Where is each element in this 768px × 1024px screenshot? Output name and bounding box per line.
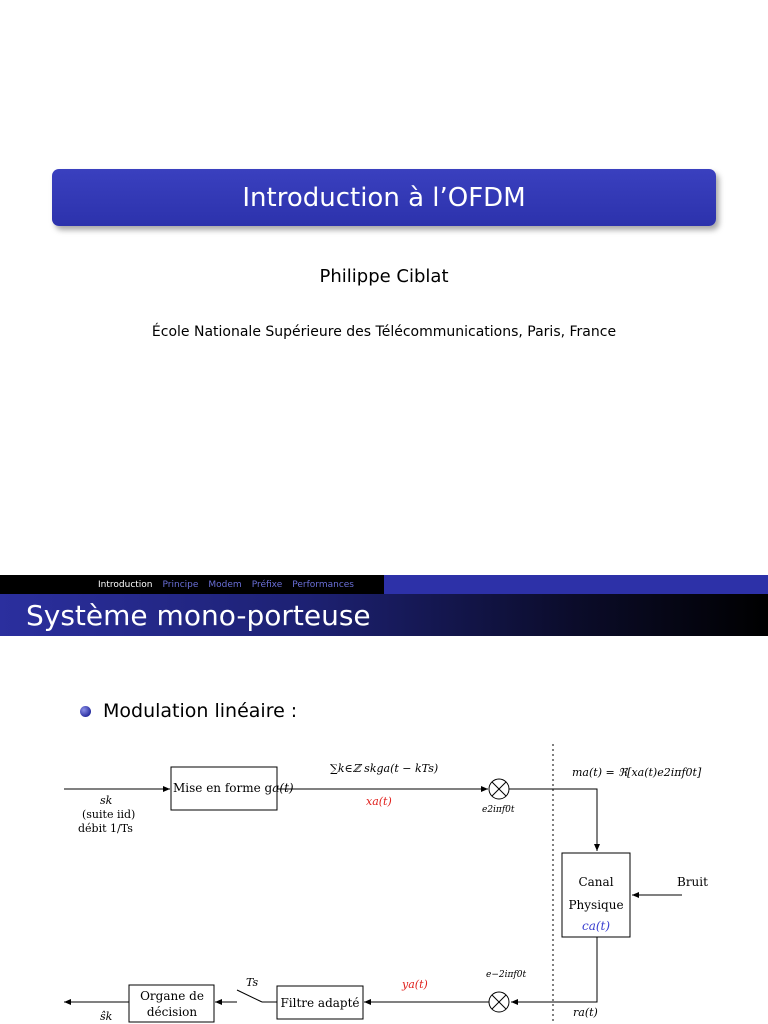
xa-label: xa(t) [366, 795, 392, 808]
frame-title: Système mono-porteuse [0, 594, 768, 636]
nav-item-principe[interactable]: Principe [162, 579, 199, 590]
nav-item-modem[interactable]: Modem [208, 579, 242, 590]
shat-label: ŝk [100, 1010, 113, 1023]
up-to-channel-line [509, 788, 600, 851]
organe-line2: décision [147, 1005, 198, 1019]
filtre-label: Filtre adapté [280, 996, 359, 1010]
debit-label: débit 1/Ts [78, 822, 133, 835]
multiplier-up-icon [488, 778, 510, 800]
bullet-item: Modulation linéaire : [80, 700, 297, 722]
section-navbar: Introduction Principe Modem Préfixe Perf… [0, 575, 768, 594]
navbar-accent [384, 575, 768, 594]
matched-filter-block [276, 985, 364, 1020]
sampler-switch-icon [236, 989, 263, 1003]
frame-title-text: Système mono-porteuse [26, 598, 371, 632]
suite-label: (suite iid) [82, 808, 135, 821]
author-name: Philippe Ciblat [319, 266, 449, 287]
nav-item-performances[interactable]: Performances [292, 579, 354, 590]
bullet-text: Modulation linéaire : [103, 700, 298, 722]
navbar-sections: Introduction Principe Modem Préfixe Perf… [0, 575, 384, 594]
ts-label: Ts [246, 976, 259, 989]
sum-label: ∑k∈ℤ skga(t − kTs) [330, 762, 438, 775]
exp-down-label: e−2iπf0t [486, 970, 526, 980]
decision-block [128, 984, 215, 1023]
multiplier-down-icon [488, 991, 510, 1013]
nav-item-introduction[interactable]: Introduction [98, 579, 153, 590]
canal-line3: ca(t) [582, 919, 610, 933]
sk-label: sk [100, 794, 113, 807]
channel-block [561, 852, 631, 938]
exp-up-label: e2iπf0t [482, 805, 515, 815]
channel-to-down-line [511, 937, 598, 1005]
presentation-title: Introduction à l’OFDM [242, 182, 526, 213]
transmission-diagram: Mise en forme ga(t) ∑k∈ℤ skga(t − kTs) x… [64, 744, 708, 1024]
organe-line1: Organe de [140, 989, 204, 1003]
ra-label: ra(t) [573, 1006, 598, 1019]
canal-line1: Canal [578, 875, 613, 889]
presentation-title-box: Introduction à l’OFDM [52, 169, 716, 226]
bullet-icon [80, 705, 91, 717]
ya-label: ya(t) [401, 978, 428, 991]
institution: École Nationale Supérieure des Télécommu… [151, 324, 617, 340]
title-slide: Introduction à l’OFDM Philippe Ciblat Éc… [52, 169, 716, 340]
canal-line2: Physique [568, 898, 623, 912]
ma-label: ma(t) = ℜ[xa(t)e2iπf0t] [572, 766, 702, 779]
shaping-block-label: Mise en forme ga(t) [173, 781, 294, 795]
bruit-label: Bruit [677, 875, 708, 889]
nav-item-prefixe[interactable]: Préfixe [251, 579, 283, 590]
